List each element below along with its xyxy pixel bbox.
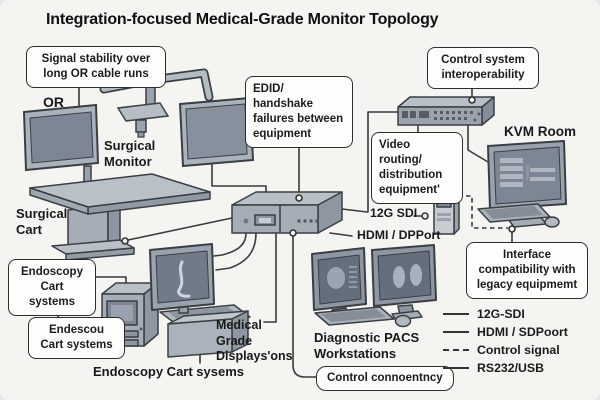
callout-interface-compat: Interface compatibility with legacy equi… (466, 242, 588, 299)
callout-control-system: Control system interoperability (427, 47, 539, 89)
legend-swatch-solid (443, 331, 469, 333)
callout-signal-stability: Signal stability over long OR cable runs (26, 46, 166, 88)
line-switch-to-kvm (467, 124, 489, 163)
callout-endescou-cart: Endescou Cart systems (28, 317, 125, 359)
line-router-to-display-1 (213, 232, 247, 257)
line-router-to-display-2 (215, 232, 257, 271)
label-surgical-monitor: Surgical Monitor (104, 138, 156, 170)
legend-item-12g-sdi: 12G-SDI (443, 307, 568, 321)
line-switch-to-sdi (367, 111, 399, 213)
surgical-light-head (116, 102, 170, 122)
node-router-top (295, 194, 303, 202)
label-medical-grade: Medical Grade Displays'ons (216, 318, 293, 363)
node-interface (508, 225, 516, 233)
node-switch-top (468, 96, 476, 104)
connector-nodes (121, 96, 516, 245)
legend-item-control-signal: Control signal (443, 343, 568, 357)
line-router-to-sdi (341, 208, 368, 213)
control-dashed-line (458, 195, 508, 229)
surgical-cart-table (29, 173, 211, 261)
legend-label: 12G-SDI (477, 307, 525, 321)
line-medgrade-to-router (263, 232, 277, 323)
callout-video-routing: Video routing/ distribution equipment' (371, 132, 463, 204)
line-router-to-control-box (292, 235, 317, 378)
legend-swatch-solid (443, 367, 469, 369)
medical-display-cart (149, 243, 251, 358)
legend-item-hdmi: HDMI / SDPoort (443, 325, 568, 339)
legend-swatch-solid (443, 313, 469, 315)
or-monitor (22, 103, 100, 191)
page-title: Integration-focused Medical-Grade Monito… (46, 11, 439, 28)
line-boom-monitor-to-router (211, 163, 267, 193)
label-surgical-cart: Surgical Cart (16, 206, 68, 238)
node-cart-base (121, 237, 129, 245)
kvm-computer (477, 140, 567, 228)
label-endoscopy-caption: Endoscopy Cart sysems (93, 364, 245, 379)
label-kvm-room: KVM Room (504, 124, 576, 139)
callout-endoscopy-cart: Endoscopy Cart systems (8, 259, 96, 316)
callout-control-connectivity: Control connoentncy (316, 366, 454, 391)
label-hdmi-dpport: HDMI / DPPort (357, 228, 441, 242)
legend-label: RS232/USB (477, 361, 544, 375)
surgical-boom-monitor (178, 96, 255, 168)
dashed-converter-to-interface (458, 195, 508, 229)
video-router (231, 191, 343, 234)
line-router-to-hdmi (329, 232, 353, 237)
legend-label: Control signal (477, 343, 560, 357)
line-cart-to-router (127, 217, 233, 241)
network-switch (397, 96, 495, 126)
node-router-bottom (289, 229, 297, 237)
callout-edid: EDID/ handshake failures between equipme… (245, 76, 353, 148)
pacs-mouse (394, 314, 412, 328)
node-sdi (421, 212, 429, 220)
label-12g-sdi: 12G SDI (370, 206, 418, 220)
legend-swatch-dashed (443, 349, 469, 351)
legend-label: HDMI / SDPoort (477, 325, 568, 339)
label-diagnostic-pacs: Diagnostic PACS Workstations (314, 330, 420, 362)
kvm-mouse (544, 216, 560, 228)
legend-item-rs232-usb: RS232/USB (443, 361, 568, 375)
connection-lines (57, 84, 513, 378)
xray-bone-image (177, 260, 191, 298)
pacs-workstations (311, 244, 437, 328)
label-or: OR (43, 94, 64, 110)
legend: 12G-SDI HDMI / SDPoort Control signal RS… (443, 307, 568, 375)
